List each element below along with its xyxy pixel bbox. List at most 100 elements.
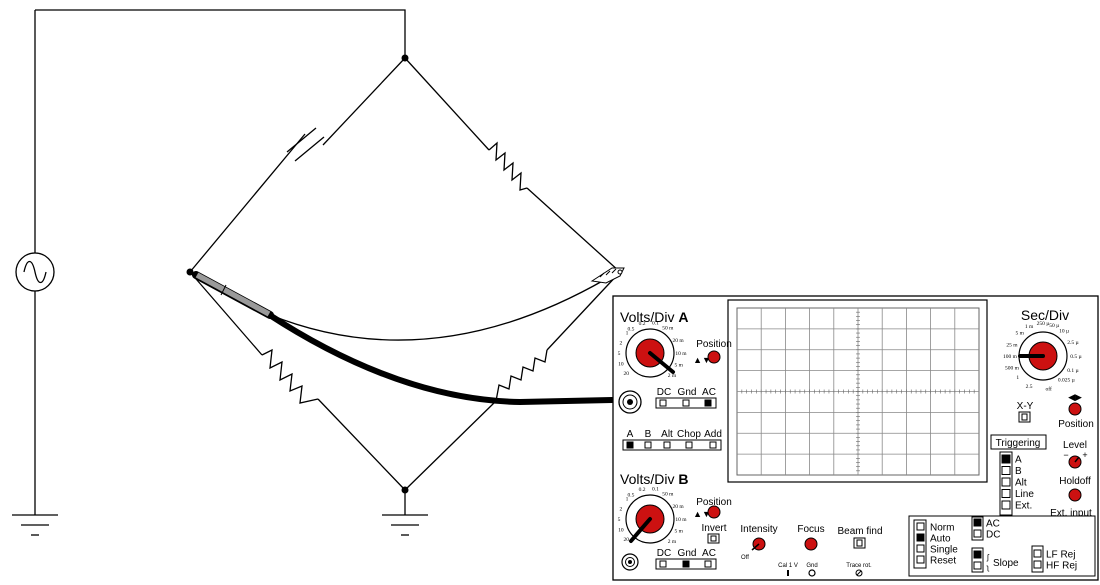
trigger-coupling-button[interactable]: [973, 529, 982, 538]
dial-scale-label: 250 µ: [1037, 321, 1050, 327]
rej-option-button[interactable]: [1033, 549, 1042, 558]
trigger-source-button[interactable]: [1001, 477, 1011, 487]
intensity-pointer: [751, 543, 760, 551]
resistor-bottom-left: [261, 348, 319, 404]
trigger-coupling-label: AC: [986, 519, 1000, 530]
resistor-bottom-right: [495, 349, 548, 402]
circuit-wires: [34, 9, 621, 515]
position-b-knob[interactable]: [707, 505, 721, 519]
coupling-b-dc-button[interactable]: [659, 560, 667, 568]
dial-scale-label: 500 m: [1005, 365, 1020, 371]
dial-scale-label: 2.5: [1026, 384, 1033, 390]
trace-rot-label: Trace rot.: [846, 563, 872, 569]
sweep-mode-button[interactable]: [916, 544, 925, 553]
sweep-mode-label: Auto: [930, 534, 951, 545]
mode-a-button[interactable]: [626, 441, 634, 449]
coupling-a-ac-button[interactable]: [704, 399, 712, 407]
trigger-coupling-button[interactable]: [973, 518, 982, 527]
cal-terminal[interactable]: [787, 570, 789, 576]
sweep-mode-label: Norm: [930, 523, 954, 534]
beam-find-label: Beam find: [837, 526, 882, 537]
dial-scale-label: 20 m: [673, 504, 685, 510]
coupling-a-dc-button[interactable]: [659, 399, 667, 407]
sweep-mode-button[interactable]: [916, 555, 925, 564]
volts-div-b-knob[interactable]: [625, 494, 675, 544]
cal-gnd-label: Gnd: [806, 563, 817, 569]
focus-label: Focus: [797, 524, 824, 535]
dial-scale-label: 2.5 µ: [1067, 340, 1078, 346]
rej-option-button[interactable]: [1033, 560, 1042, 569]
holdoff-label: Holdoff: [1059, 476, 1091, 487]
dial-scale-label: 5 m: [674, 529, 683, 535]
trigger-source-button[interactable]: [1001, 454, 1011, 464]
position-a-label: Position: [696, 339, 732, 350]
dial-scale-label: 20: [624, 371, 630, 377]
sweep-mode-button[interactable]: [916, 533, 925, 542]
dial-scale-label: 50 µ: [1049, 323, 1059, 329]
sec-div-knob[interactable]: [1018, 331, 1068, 381]
dial-scale-label: 0.5: [627, 327, 634, 333]
trigger-source-label: Ext.: [1015, 501, 1032, 512]
dial-scale-label: 2 m: [668, 539, 677, 545]
dial-scale-label: off: [1046, 386, 1052, 393]
trigger-source-button[interactable]: [1001, 500, 1011, 510]
h-position-knob[interactable]: [1068, 402, 1082, 416]
dial-scale-label: 50 m: [662, 492, 674, 498]
slope-rising-button[interactable]: [973, 550, 982, 559]
trigger-source-button[interactable]: [1001, 489, 1011, 498]
mode-alt-label: Alt: [661, 429, 673, 440]
trigger-source-label: A: [1015, 455, 1022, 466]
dial-scale-label: 2: [620, 506, 623, 512]
coupling-a-gnd-button[interactable]: [682, 399, 690, 407]
dial-scale-label: 1: [626, 496, 629, 502]
mode-b-label: B: [645, 429, 652, 440]
dial-scale-label: 2 m: [668, 373, 677, 379]
triggering-label: Triggering: [996, 438, 1041, 449]
coupling-a-dc-label: DC: [657, 387, 671, 398]
dial-scale-label: 1 m: [1025, 324, 1034, 330]
dial-scale-label: 5: [618, 351, 621, 357]
mode-chop-button[interactable]: [685, 441, 693, 449]
ext-input-label: Ext. input: [1050, 508, 1092, 519]
level-minus-label: −: [1063, 450, 1068, 460]
mode-b-button[interactable]: [644, 441, 652, 449]
dial-scale-label: 0.025 µ: [1058, 377, 1075, 383]
probe-body: [192, 271, 274, 319]
volts-div-a-knob[interactable]: [625, 328, 675, 378]
dial-scale-label: 10: [618, 528, 624, 534]
coupling-b-gnd-label: Gnd: [678, 548, 697, 559]
gnd-terminal[interactable]: [808, 569, 816, 577]
dial-scale-label: 20 m: [673, 338, 685, 344]
crt-screen: [736, 307, 980, 476]
trigger-source-label: B: [1015, 466, 1022, 477]
dial-scale-label: 20: [624, 537, 630, 543]
updown-arrows-icon: ▲▼: [693, 355, 711, 365]
rej-option-label: HF Rej: [1046, 561, 1077, 572]
trace-rot-screw[interactable]: [855, 569, 863, 577]
dial-scale-label: 1: [1016, 375, 1019, 381]
coupling-b-ac-button[interactable]: [704, 560, 712, 568]
bnc-connector-icon[interactable]: [618, 390, 642, 414]
coupling-b-gnd-button[interactable]: [682, 560, 690, 568]
slope-falling-button[interactable]: [973, 561, 982, 570]
mode-add-button[interactable]: [709, 441, 717, 449]
coupling-a-gnd-label: Gnd: [678, 387, 697, 398]
sweep-mode-button[interactable]: [916, 522, 925, 531]
mode-alt-button[interactable]: [663, 441, 671, 449]
probe-ground-lead: [267, 278, 607, 341]
holdoff-knob[interactable]: [1068, 488, 1082, 502]
dial-scale-label: 25 m: [1006, 343, 1018, 349]
bnc-connector-icon[interactable]: [621, 553, 639, 571]
ground-symbol-icon: [382, 514, 428, 536]
position-a-knob[interactable]: [707, 350, 721, 364]
focus-knob[interactable]: [804, 537, 818, 551]
dial-scale-label: 0.1 µ: [1067, 368, 1078, 374]
trigger-source-button[interactable]: [1001, 466, 1011, 475]
dial-scale-label: 10 m: [675, 517, 687, 523]
slope-switch: [971, 547, 984, 573]
